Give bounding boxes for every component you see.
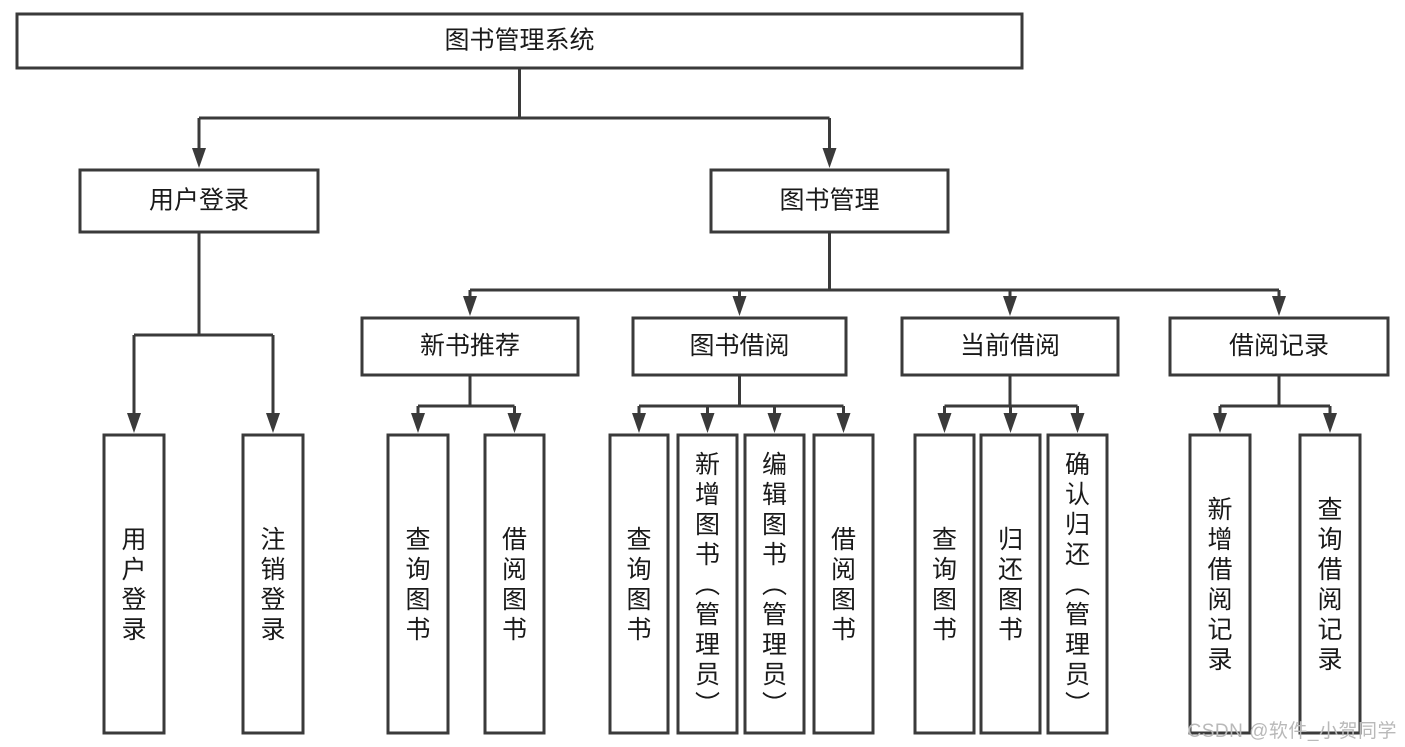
edge-group-book-manage (463, 232, 1286, 316)
node-box-book-borrow[interactable] (631, 316, 848, 377)
arrow-head-icon (266, 413, 280, 433)
node-box-leaf-query-book-2[interactable] (608, 433, 670, 735)
node-leaf-confirm-return[interactable]: 确认归还︵管理员︶ (1046, 433, 1109, 735)
node-label-current-borrow: 当前借阅 (960, 332, 1060, 360)
node-label-leaf-query-record: 查询借阅记录 (1317, 496, 1342, 674)
watermark-text: CSDN @软件_小贺同学 (1187, 721, 1397, 742)
node-box-leaf-add-book[interactable] (676, 433, 739, 735)
node-label-leaf-query-book-1: 查询图书 (405, 526, 430, 644)
arrow-head-icon (836, 413, 851, 433)
node-label-leaf-return-book: 归还图书 (998, 526, 1023, 644)
arrow-head-icon (700, 413, 715, 433)
node-box-leaf-user-login[interactable] (102, 433, 166, 735)
node-label-leaf-edit-book: 编辑图书︵管理员︶ (762, 451, 787, 719)
node-label-root: 图书管理系统 (444, 27, 594, 55)
node-box-leaf-edit-book[interactable] (743, 433, 806, 735)
node-label-book-borrow: 图书借阅 (689, 332, 789, 360)
node-box-new-book-recommend[interactable] (360, 316, 580, 377)
node-leaf-query-book-3[interactable]: 查询图书 (913, 433, 976, 735)
node-label-leaf-borrow-book-2: 借阅图书 (831, 526, 856, 644)
node-label-leaf-logout: 注销登录 (260, 526, 285, 644)
node-leaf-query-book-2[interactable]: 查询图书 (608, 433, 670, 735)
arrow-head-icon (822, 148, 837, 168)
node-borrow-record[interactable]: 借阅记录 (1168, 316, 1390, 377)
arrow-head-icon (192, 148, 206, 168)
node-label-leaf-borrow-book-1: 借阅图书 (502, 526, 527, 644)
node-box-leaf-confirm-return[interactable] (1046, 433, 1109, 735)
edge-group-new-book-recommend (411, 375, 522, 433)
node-user-login[interactable]: 用户登录 (78, 168, 320, 234)
node-label-leaf-confirm-return: 确认归还︵管理员︶ (1065, 451, 1090, 719)
node-new-book-recommend[interactable]: 新书推荐 (360, 316, 580, 377)
node-leaf-query-record[interactable]: 查询借阅记录 (1298, 433, 1362, 735)
edge-group-current-borrow (937, 375, 1085, 433)
arrow-head-icon (632, 413, 646, 433)
node-label-user-login: 用户登录 (149, 187, 249, 215)
edge-group-borrow-record (1213, 375, 1337, 433)
node-leaf-add-record[interactable]: 新增借阅记录 (1188, 433, 1252, 735)
node-label-leaf-user-login: 用户登录 (121, 526, 146, 644)
edge-group-book-borrow (632, 375, 851, 433)
node-leaf-logout[interactable]: 注销登录 (241, 433, 305, 735)
node-box-book-manage[interactable] (709, 168, 950, 234)
arrow-head-icon (127, 413, 141, 433)
node-leaf-borrow-book-1[interactable]: 借阅图书 (483, 433, 546, 735)
arrow-head-icon (1070, 413, 1085, 433)
arrow-head-icon (767, 413, 782, 433)
connectors-layer (127, 68, 1337, 433)
node-book-manage[interactable]: 图书管理 (709, 168, 950, 234)
node-label-leaf-add-record: 新增借阅记录 (1207, 496, 1232, 674)
node-label-leaf-query-book-2: 查询图书 (626, 526, 651, 644)
node-label-book-manage: 图书管理 (779, 187, 879, 215)
edge-group-root (192, 68, 837, 168)
node-leaf-add-book[interactable]: 新增图书︵管理员︶ (676, 433, 739, 735)
node-box-leaf-query-record[interactable] (1298, 433, 1362, 735)
node-box-leaf-borrow-book-2[interactable] (812, 433, 875, 735)
nodes-layer: 图书管理系统用户登录图书管理新书推荐图书借阅当前借阅借阅记录用户登录注销登录查询… (15, 12, 1390, 735)
node-box-leaf-return-book[interactable] (979, 433, 1042, 735)
node-box-leaf-query-book-1[interactable] (386, 433, 450, 735)
node-book-borrow[interactable]: 图书借阅 (631, 316, 848, 377)
arrow-head-icon (937, 413, 952, 433)
arrow-head-icon (1213, 413, 1227, 433)
node-leaf-return-book[interactable]: 归还图书 (979, 433, 1042, 735)
node-label-leaf-add-book: 新增图书︵管理员︶ (695, 451, 720, 719)
arrow-head-icon (1323, 413, 1337, 433)
node-box-leaf-add-record[interactable] (1188, 433, 1252, 735)
node-box-leaf-borrow-book-1[interactable] (483, 433, 546, 735)
arrow-head-icon (463, 296, 477, 316)
node-current-borrow[interactable]: 当前借阅 (900, 316, 1120, 377)
node-box-leaf-logout[interactable] (241, 433, 305, 735)
edge-group-user-login (127, 232, 280, 433)
arrow-head-icon (411, 413, 425, 433)
arrow-head-icon (732, 296, 747, 316)
node-root[interactable]: 图书管理系统 (15, 12, 1024, 70)
node-box-borrow-record[interactable] (1168, 316, 1390, 377)
node-leaf-borrow-book-2[interactable]: 借阅图书 (812, 433, 875, 735)
node-leaf-edit-book[interactable]: 编辑图书︵管理员︶ (743, 433, 806, 735)
arrow-head-icon (1003, 296, 1017, 316)
node-box-leaf-query-book-3[interactable] (913, 433, 976, 735)
node-box-root[interactable] (15, 12, 1024, 70)
node-label-borrow-record: 借阅记录 (1229, 332, 1329, 360)
arrow-head-icon (507, 413, 522, 433)
node-label-new-book-recommend: 新书推荐 (420, 332, 520, 360)
node-leaf-query-book-1[interactable]: 查询图书 (386, 433, 450, 735)
node-box-user-login[interactable] (78, 168, 320, 234)
arrow-head-icon (1272, 296, 1286, 316)
node-leaf-user-login[interactable]: 用户登录 (102, 433, 166, 735)
node-box-current-borrow[interactable] (900, 316, 1120, 377)
node-label-leaf-query-book-3: 查询图书 (932, 526, 957, 644)
arrow-head-icon (1003, 413, 1018, 433)
